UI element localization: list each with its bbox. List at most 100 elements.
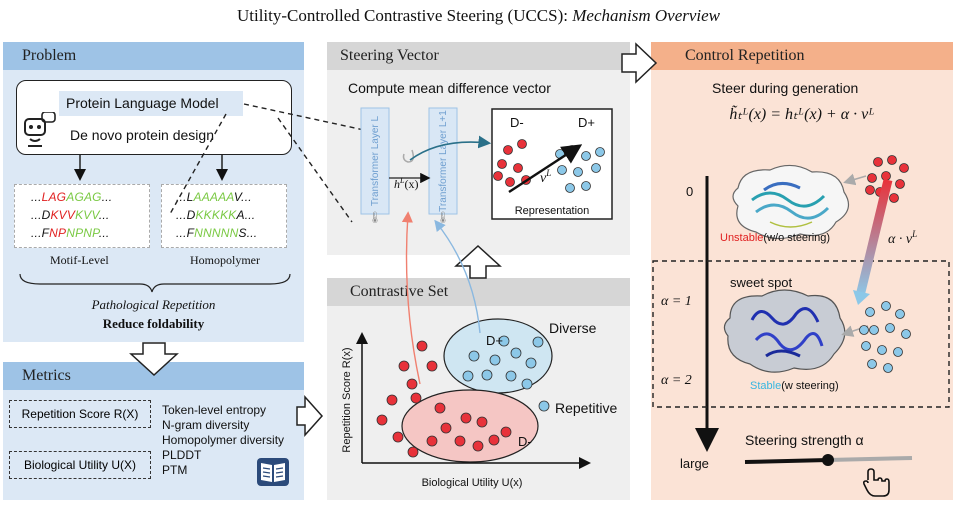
red-point [493, 171, 503, 181]
red-point [873, 157, 883, 167]
vector-label: vL [540, 168, 551, 186]
red-point [497, 159, 507, 169]
red-point [887, 155, 897, 165]
slider-track-empty[interactable] [827, 456, 913, 462]
red-point [406, 378, 418, 390]
sequence-segment: KVV [75, 208, 99, 222]
model-label [59, 91, 243, 116]
zoom-line-bottom [277, 117, 353, 223]
sequence-line: ...LAAAAAV... [176, 188, 286, 206]
zoom-line-left [169, 113, 227, 215]
alpha-one: α = 1 [661, 294, 692, 309]
sequence-line: ...DKKKKKA... [176, 206, 286, 224]
transformer-layer-l1 [428, 107, 458, 215]
blue-flow-arrow [434, 219, 481, 334]
gradient-arrow-head [853, 290, 870, 305]
metric-item: Token-level entropy [162, 403, 267, 417]
layer-l-text: Transformer Layer L [370, 115, 381, 206]
motif-sequence-list: ...LAGAGAG......DKVVKVV......FNPNPNP... [31, 188, 149, 242]
red-flow-arrow [401, 211, 421, 385]
sequence-segment: ...D [31, 208, 51, 222]
red-point [517, 139, 527, 149]
steering-subtitle: Compute mean difference vector [348, 80, 551, 96]
sweet-spot-label: sweet spot [730, 275, 793, 290]
red-point [476, 416, 488, 428]
red-point [881, 171, 891, 181]
blue-point [510, 347, 522, 359]
metric-item: Homopolymer diversity [162, 433, 285, 447]
sequence-line: ...DKVVKVV... [31, 206, 149, 224]
control-header [651, 42, 953, 70]
page-title: Utility-Controlled Contrastive Steering … [0, 6, 957, 26]
blue-point [532, 336, 544, 348]
sweet-spot-box [652, 260, 950, 408]
homopolymer-label: Homopolymer [190, 253, 260, 267]
stable-protein-icon [750, 307, 824, 358]
red-point [407, 446, 419, 458]
contrast-d-minus: D- [518, 434, 532, 449]
red-point [899, 163, 909, 173]
alpha-two: α = 2 [661, 373, 692, 388]
metric-item: PLDDT [162, 448, 202, 462]
sequence-segment: AGAG [66, 190, 102, 204]
right-block-arrow-metrics [296, 395, 324, 437]
red-point [488, 434, 500, 446]
homopolymer-sequence-list: ...LAAAAAV......DKKKKKA......FNNNNNS... [176, 188, 286, 242]
up-block-arrow [454, 244, 502, 279]
blue-point [481, 369, 493, 381]
title-main: Utility-Controlled Contrastive Steering … [236, 6, 573, 25]
red-point [460, 412, 472, 424]
sequence-segment: ... [31, 190, 42, 204]
red-point [376, 414, 388, 426]
red-point [434, 402, 446, 414]
red-point [398, 360, 410, 372]
representation-label: Representation [515, 205, 590, 217]
slider-thumb[interactable] [822, 454, 834, 466]
tick-zero: 0 [686, 184, 693, 199]
blue-point [521, 378, 533, 390]
red-point [426, 435, 438, 447]
blue-point [489, 354, 501, 366]
blue-point [861, 341, 871, 351]
slider-track-filled[interactable] [744, 458, 829, 464]
title-italic: Mechanism Overview [572, 6, 721, 25]
sequence-segment: ... [98, 208, 110, 222]
blue-point [595, 147, 605, 157]
sequence-segment: LAG [41, 190, 67, 204]
blue-point [468, 350, 480, 362]
sequence-segment: ... [101, 190, 113, 204]
sequence-segment: A... [236, 208, 256, 222]
red-point [503, 145, 513, 155]
repr-d-minus: D- [510, 115, 524, 130]
unstable-label: Unstable(w/o steering) [720, 232, 830, 244]
red-point [513, 163, 523, 173]
contrastive-header [327, 278, 630, 306]
blue-point [565, 183, 575, 193]
steer-generation-label: Steer during generation [712, 80, 859, 96]
thermo-icon-l1: 🌡 [436, 211, 450, 224]
unstable-protein-icon [751, 182, 830, 228]
steering-vector-arrow [508, 144, 583, 194]
biological-utility-box: Biological Utility U(X) [9, 451, 151, 479]
sequence-segment: ...F [31, 226, 50, 240]
metric-item: PTM [162, 463, 188, 477]
control-title: Control Repetition [685, 47, 805, 64]
red-point [416, 340, 428, 352]
homo-seq-box: ...LAAAAAV......DKKKKKA......FNNNNNS... [161, 184, 287, 248]
blue-point [865, 307, 875, 317]
diverse-label: Diverse [549, 320, 597, 336]
red-point [865, 185, 875, 195]
sequence-segment: KKKKK [195, 208, 237, 222]
blue-point [505, 370, 517, 382]
stable-cloud [723, 289, 846, 373]
blue-point [581, 181, 591, 191]
right-block-arrow-top [621, 42, 658, 84]
blue-point [498, 335, 510, 347]
blue-point [581, 151, 591, 161]
extract-arrow [409, 135, 492, 161]
x-axis-label: Biological Utility U(x) [422, 477, 523, 489]
down-block-arrow [129, 342, 179, 377]
sequence-segment: S... [238, 226, 258, 240]
gradient-steering-arrow [855, 178, 893, 298]
